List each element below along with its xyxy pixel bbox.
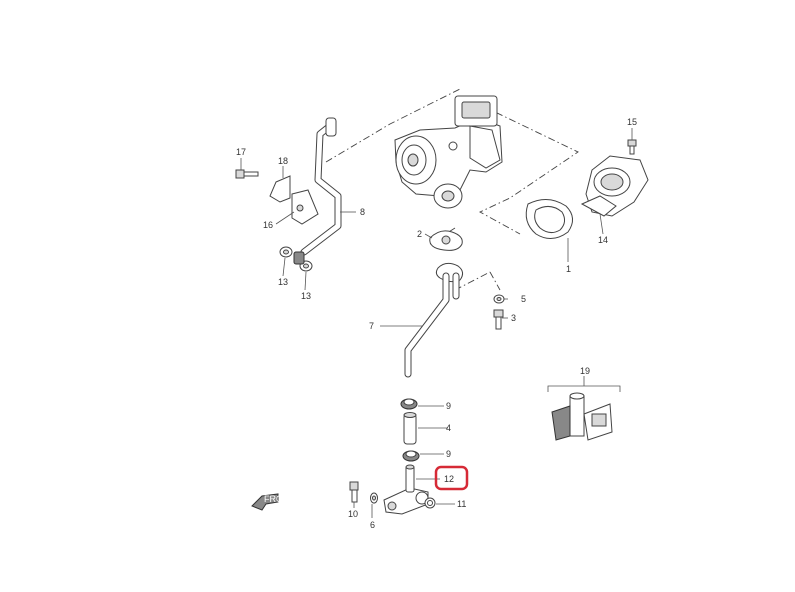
o-ring-11 (424, 497, 436, 509)
callout-7: 7 (369, 321, 374, 331)
callout-18: 18 (278, 156, 288, 166)
turbocharger (394, 95, 503, 209)
bolt-3 (493, 309, 504, 330)
callout-5: 5 (521, 294, 526, 304)
hose-4 (403, 412, 417, 445)
callout-8: 8 (360, 207, 365, 217)
callout-14: 14 (598, 235, 608, 245)
return-pipe-7 (404, 262, 464, 378)
bracket-18 (269, 175, 291, 203)
callout-1: 1 (566, 264, 571, 274)
callout-2: 2 (417, 229, 422, 239)
callout-13-left: 13 (278, 277, 288, 287)
elbow-housing-14 (580, 155, 649, 217)
callout-19: 19 (580, 366, 590, 376)
callout-12: 12 (444, 474, 454, 484)
callout-4: 4 (446, 423, 451, 433)
callout-6: 6 (370, 520, 375, 530)
callout-15: 15 (627, 117, 637, 127)
callouts: 2 1 3 4 5 6 7 8 9 9 10 11 12 13 13 14 15… (236, 117, 637, 530)
washer-5 (493, 294, 505, 304)
callout-11: 11 (457, 499, 466, 509)
oil-pipe-8 (300, 117, 342, 256)
bolt-17 (235, 169, 259, 179)
bracket-16 (291, 189, 319, 225)
gasket-1 (525, 199, 573, 239)
clamp-9-upper (400, 398, 418, 410)
callout-10: 10 (348, 509, 358, 519)
clamp-9-lower (402, 450, 420, 462)
gasket-2 (429, 230, 463, 251)
bolt-10 (349, 481, 359, 503)
callout-9-upper: 9 (446, 401, 451, 411)
washers-13 (279, 246, 313, 272)
front-direction-marker: FRONT (251, 493, 295, 511)
connector-12 (383, 464, 429, 515)
callout-12-highlight[interactable] (434, 465, 469, 491)
callout-9-lower: 9 (446, 449, 451, 459)
front-marker-text: FRONT (264, 494, 295, 504)
gasket-kit-19 (547, 376, 621, 441)
washer-6 (370, 492, 378, 504)
bolt-15 (627, 139, 637, 155)
callout-17: 17 (236, 147, 246, 157)
callout-3: 3 (511, 313, 516, 323)
callout-13-right: 13 (301, 291, 311, 301)
callout-16: 16 (263, 220, 273, 230)
